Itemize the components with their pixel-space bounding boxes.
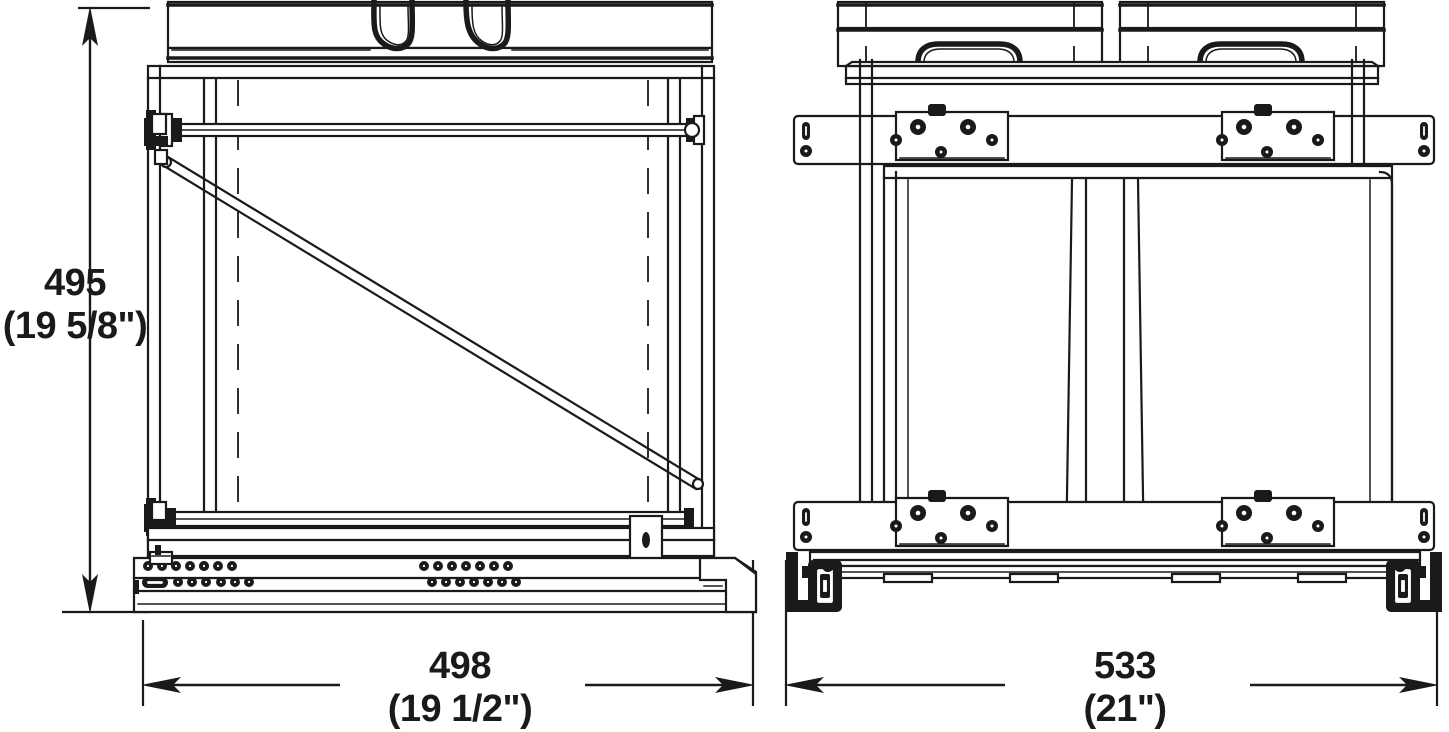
roller-bracket-left: [786, 552, 842, 612]
mounting-rail-upper: [792, 104, 1436, 166]
dimension-width-inches: (21"): [1083, 688, 1167, 731]
drawer-slide-assembly: [132, 556, 758, 614]
base-frame-side: [146, 514, 716, 562]
dimension-label-width: 533 (21"): [1000, 645, 1250, 732]
roller-bracket-right: [1386, 552, 1442, 612]
lid-right: [1118, 0, 1386, 68]
dimension-height-mm: 495: [44, 262, 106, 304]
front-elevation-view: [786, 0, 1442, 612]
lid-support-shelf: [842, 60, 1382, 86]
dimension-label-depth: 498 (19 1/2"): [335, 645, 585, 732]
hinge-bracket-upper-left: [144, 110, 169, 166]
slide-perforations: [142, 561, 521, 588]
base-rails-front: [808, 550, 1422, 584]
frame-outline-side: [146, 64, 716, 558]
dimension-lines: [62, 6, 1439, 706]
dimension-depth-inches: (19 1/2"): [387, 688, 533, 731]
lid-assembly-side: [166, 0, 714, 64]
side-elevation-view: [132, 0, 758, 614]
dimension-height-inches: (19 5/8"): [2, 305, 148, 348]
cross-rod-lower: [166, 508, 694, 530]
mounting-rail-lower: [792, 490, 1436, 552]
dimension-width-mm: 533: [1094, 645, 1156, 687]
dimension-depth-mm: 498: [429, 645, 491, 687]
slide-mount-hardware: [148, 545, 174, 566]
lid-left: [836, 0, 1104, 68]
dimension-label-height: 495 (19 5/8"): [0, 262, 150, 349]
